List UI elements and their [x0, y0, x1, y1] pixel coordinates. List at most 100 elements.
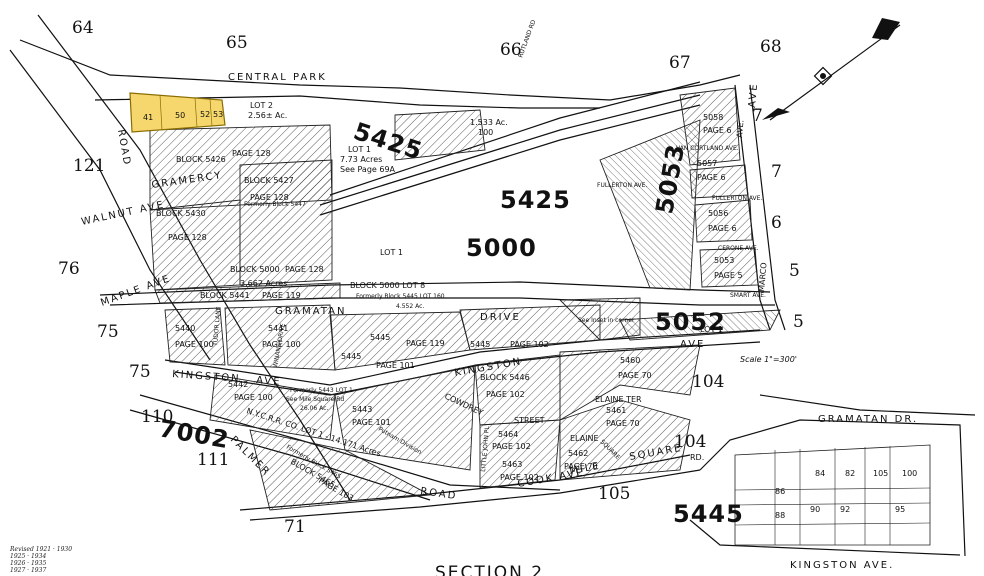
street-gramatan-dr: GRAMATAN DR. [818, 414, 918, 425]
lot1-5052: LOT 1 [700, 325, 723, 334]
street-fullerton: FULLERTON AVE. [712, 195, 762, 202]
lot-41: 41 [143, 113, 153, 122]
street-kingston-left: KINGSTON [172, 369, 241, 385]
lot-52: 52 [200, 110, 210, 119]
page-label: PAGE 101 [352, 418, 391, 427]
block-label: BLOCK 5000 [230, 265, 280, 274]
block-label: BLOCK 5430 [156, 209, 206, 218]
street-kingston-ave-inset: KINGSTON AVE. [790, 560, 894, 571]
section-number: 104 [674, 432, 706, 452]
street-tudor-lane: TUDOR LANE [212, 306, 223, 347]
highlighted-parcel[interactable]: 41 50 52 53 [129, 92, 226, 133]
lot1-top-label: LOT 1 [348, 145, 371, 154]
block-label: 5461 [606, 406, 626, 415]
section-number: 67 [669, 53, 691, 73]
block-5445-inset: 5445 [673, 500, 744, 528]
street-road: ROAD [420, 486, 458, 502]
block-label: 5058 [703, 113, 723, 122]
page-label: PAGE 102 [492, 442, 531, 451]
inset-lot: 100 [902, 469, 917, 478]
page-label: PAGE 102 [486, 390, 525, 399]
page-label: PAGE 128 [250, 193, 289, 202]
section-number: 68 [760, 37, 782, 57]
acres-3662: 3.662 Acres [240, 279, 287, 288]
page-label: PAGE 70 [618, 371, 652, 380]
section-number: 66 [500, 40, 522, 60]
section-title: SECTION 2 [435, 563, 544, 576]
street-ave-right: AVE. [735, 119, 746, 138]
block-label: 5441 [268, 324, 288, 333]
block-label: 5056 [708, 209, 728, 218]
section-number: 71 [284, 517, 306, 537]
block-label: 5462 [568, 449, 588, 458]
section-number: 7 [771, 162, 782, 182]
block-label: 5053 [714, 256, 734, 265]
lot1-top-page: See Page 69A [340, 165, 396, 174]
section-number: 76 [58, 259, 80, 279]
section-number: 5 [793, 312, 804, 332]
section-number: 64 [72, 18, 94, 38]
section-number: 110 [141, 407, 173, 427]
street-road-vertical: ROAD [115, 129, 132, 168]
page-label: PAGE 100 [262, 340, 301, 349]
block-5425-mid: 5425 [500, 186, 571, 214]
inset-note: See Inset in corner [578, 317, 635, 324]
street-ave-vertical: AVE [747, 82, 760, 108]
block-label: 5057 [697, 159, 717, 168]
formerly-5447: Formerly Block 5447 [244, 201, 306, 208]
block-label: BLOCK 5446 [480, 373, 530, 382]
inset-lot: 88 [775, 511, 785, 520]
street-cerone: CERONE AVE. [718, 245, 759, 252]
inset-parcels [734, 444, 931, 546]
page-label: PAGE 6 [708, 224, 737, 233]
section-number: 105 [598, 484, 630, 504]
inset-lot: 95 [895, 505, 905, 514]
street-rutland-rd: RUTLAND RD [517, 19, 537, 59]
formerly-5445: Formerly Block 5445 LOT 160 [356, 293, 445, 300]
block-label: 5442 [228, 380, 248, 389]
street-fullerton-small: FULLERTON AVE. [597, 182, 647, 189]
north-arrow-icon [762, 18, 901, 121]
page-label: PAGE 5 [714, 271, 743, 280]
page-label: PAGE 128 [232, 149, 271, 158]
block-5052: 5052 [655, 308, 726, 336]
street-central-park: CENTRAL PARK [228, 72, 327, 83]
revision-line: 1927 · 1937 [10, 567, 47, 574]
street-elaine: ELAINE [570, 434, 599, 443]
page-label: PAGE 128 [168, 233, 207, 242]
lot-53: 53 [213, 110, 223, 119]
street-street: STREET [514, 416, 545, 425]
section-number: 7 [752, 106, 763, 126]
block-5000-lot: BLOCK 5000 LOT 8 [350, 281, 425, 290]
block-5000: 5000 [466, 234, 537, 262]
block-label: 5464 [498, 430, 518, 439]
section-number: 111 [197, 450, 229, 470]
page-label: PAGE 70 [606, 419, 640, 428]
section-number: 65 [226, 33, 248, 53]
block-label: BLOCK 5427 [244, 176, 294, 185]
street-little-john-pl: LITTLE JOHN PL [480, 425, 491, 472]
street-van-cortland: VAN CORTLAND AVE. [676, 145, 739, 152]
block-label: 5440 [175, 324, 195, 333]
lot1-top-acres: 7.73 Acres [340, 155, 382, 164]
section-number: 5 [789, 261, 800, 281]
lot-acres-1533: 1.533 Ac. [470, 118, 508, 127]
inset-lot-numbers: 84 82 105 100 86 90 92 95 88 [775, 469, 917, 520]
street-rd: RD. [690, 453, 704, 462]
block-label: 5463 [502, 460, 522, 469]
block-label: 5445 [341, 352, 361, 361]
block-label: BLOCK 5426 [176, 155, 226, 164]
section-number: 121 [73, 156, 105, 176]
block-label: 5445 [370, 333, 390, 342]
street-ave-left: AVE [256, 375, 282, 388]
block-label: 5443 [352, 405, 372, 414]
lot-50: 50 [175, 111, 185, 120]
revision-line: Revised 1921 · 1930 [10, 546, 73, 553]
page-label: PAGE 128 [285, 265, 324, 274]
revision-line: 1926 · 1935 [10, 560, 47, 567]
section-numbers: 64 65 66 67 68 7 7 6 5 5 121 76 75 75 11… [58, 18, 804, 537]
page-label: PAGE 100 [234, 393, 273, 402]
revision-line: 1925 · 1934 [10, 553, 47, 560]
page-label: PAGE 70 [564, 462, 598, 471]
